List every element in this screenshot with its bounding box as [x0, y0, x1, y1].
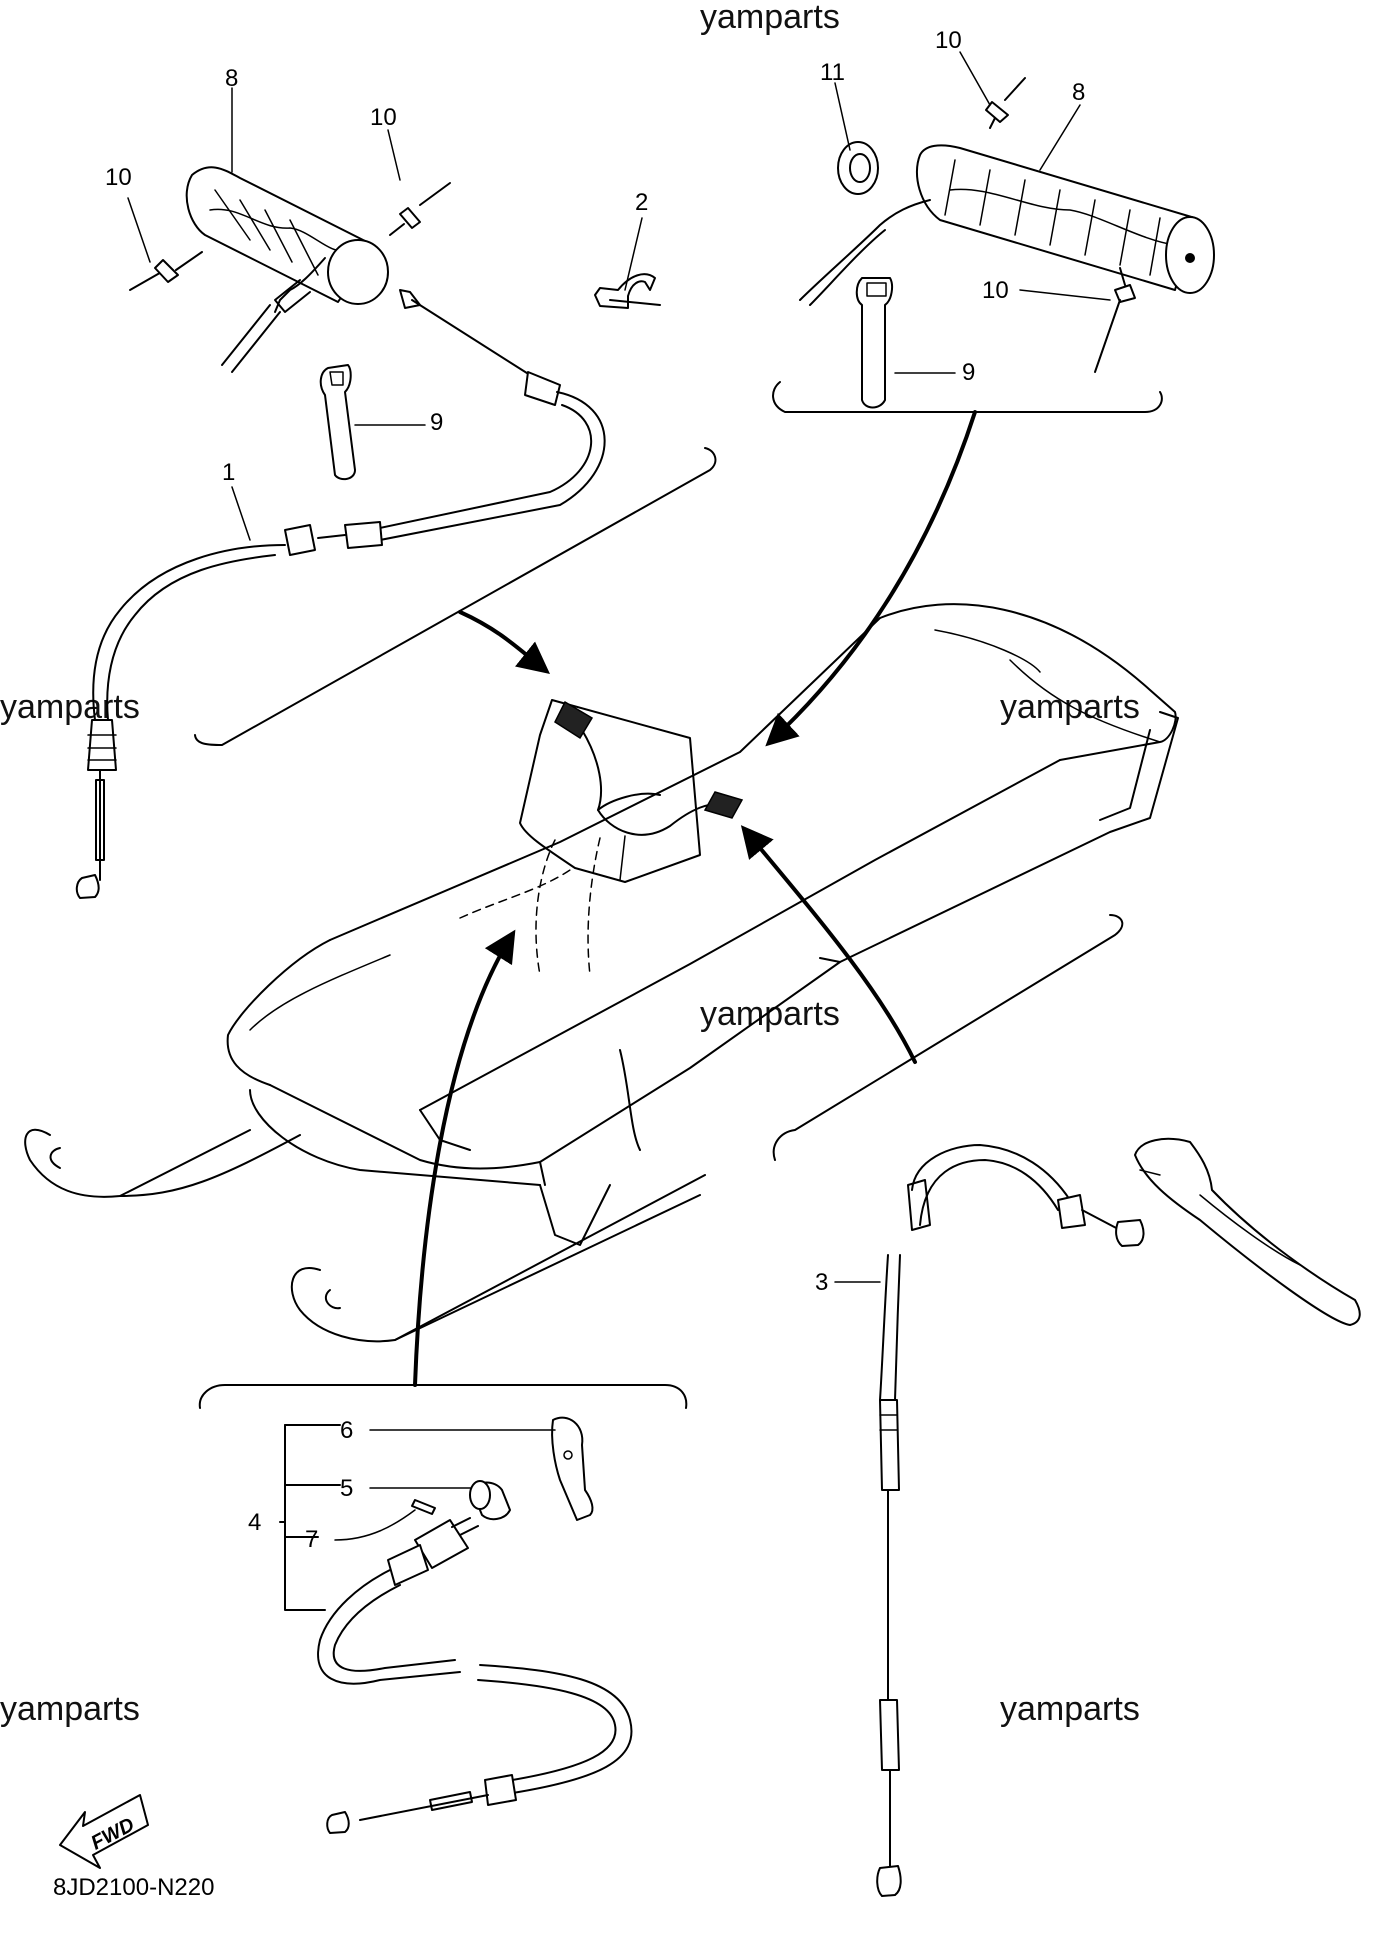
pin-left-2 — [389, 182, 451, 236]
clip-part-2 — [594, 273, 661, 309]
callout-1: 1 — [222, 459, 235, 486]
bracket-group-switch — [198, 929, 688, 1409]
throttle-cable — [75, 289, 606, 899]
watermark-center: yamparts — [700, 995, 840, 1033]
group-bracket-4 — [279, 1424, 341, 1611]
watermark-bottom-right: yamparts — [1000, 1690, 1140, 1728]
callout-8-left: 8 — [225, 65, 238, 92]
callout-10-left-1: 10 — [105, 164, 132, 191]
callout-2: 2 — [635, 189, 648, 216]
bracket-group-brake — [740, 825, 1124, 1161]
leader-lines — [127, 51, 1111, 1541]
callout-9-left: 9 — [430, 409, 443, 436]
callout-10-right-2: 10 — [982, 277, 1009, 304]
brake-cable — [876, 1144, 1145, 1897]
callout-10-left-2: 10 — [370, 104, 397, 131]
fwd-arrow-icon: FWD — [59, 1794, 149, 1869]
grip-right — [799, 144, 1215, 306]
cable-tie-right — [855, 277, 894, 409]
callout-4: 4 — [248, 1509, 261, 1536]
switch-cable — [317, 1517, 633, 1834]
nut-part-5 — [469, 1480, 511, 1521]
bracket-group-throttle — [194, 447, 717, 746]
callout-7: 7 — [305, 1526, 318, 1553]
washer-part-7 — [411, 1499, 436, 1515]
callout-8-right: 8 — [1072, 79, 1085, 106]
callout-numbers: 8 10 10 2 9 1 11 10 8 10 9 3 6 5 4 7 — [105, 27, 1085, 1553]
watermark-top: yamparts — [700, 0, 840, 36]
plate-part-6 — [551, 1416, 594, 1521]
pin-left-1 — [129, 251, 203, 291]
callout-11: 11 — [820, 59, 845, 86]
watermark-bottom-left: yamparts — [0, 1690, 140, 1728]
pin-right-1 — [985, 77, 1026, 129]
callout-3: 3 — [815, 1269, 828, 1296]
callout-9-right: 9 — [962, 359, 975, 386]
pin-right-2 — [1094, 267, 1136, 373]
callout-6: 6 — [340, 1417, 353, 1444]
cable-tie-left — [319, 364, 356, 481]
snowmobile-body — [24, 603, 1179, 1343]
callout-5: 5 — [340, 1475, 353, 1502]
watermark-right-mid: yamparts — [1000, 688, 1140, 726]
watermark-left-mid: yamparts — [0, 688, 140, 726]
ring-part-11 — [837, 141, 879, 195]
bracket-group-right-grip — [765, 381, 1163, 747]
diagram-code: 8JD2100-N220 — [53, 1874, 214, 1901]
callout-10-right-1: 10 — [935, 27, 962, 54]
grip-left — [185, 166, 389, 373]
brake-lever — [1134, 1137, 1361, 1326]
